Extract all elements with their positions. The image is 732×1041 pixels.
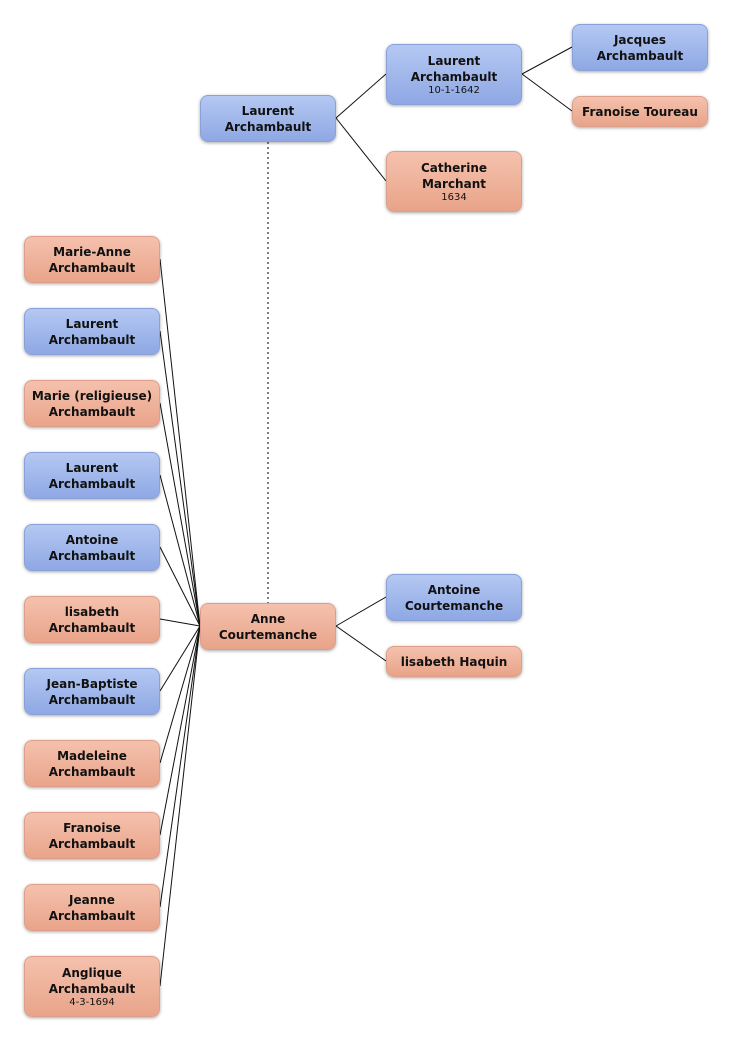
child-node[interactable]: Madeleine Archambault [24, 740, 160, 787]
child-name: Marie-Anne Archambault [48, 244, 136, 275]
person-antoine-courtemanche[interactable]: Antoine Courtemanche [386, 574, 522, 621]
child-node[interactable]: Laurent Archambault [24, 452, 160, 499]
connector-child [159, 546, 201, 627]
person-name: lisabeth Haquin [400, 654, 508, 669]
person-date: 1634 [441, 191, 467, 203]
connector-child [159, 402, 201, 627]
child-node[interactable]: Jean-Baptiste Archambault [24, 668, 160, 715]
child-name: Franoise Archambault [48, 820, 136, 851]
connector-child [159, 625, 201, 836]
person-jacques-archambault[interactable]: Jacques Archambault [572, 24, 708, 71]
child-date: 4-3-1694 [69, 996, 115, 1008]
person-catherine-marchant[interactable]: Catherine Marchant 1634 [386, 151, 522, 212]
child-name: Marie (religieuse) Archambault [31, 388, 153, 419]
person-name: Laurent Archambault [410, 53, 498, 84]
child-node[interactable]: Laurent Archambault [24, 308, 160, 355]
connector-anne-to-father [335, 596, 387, 627]
child-node[interactable]: Anglique Archambault 4-3-1694 [24, 956, 160, 1017]
person-anne-courtemanche[interactable]: Anne Courtemanche [200, 603, 336, 650]
child-name: Laurent Archambault [48, 316, 136, 347]
person-elisabeth-haquin[interactable]: lisabeth Haquin [386, 646, 522, 677]
person-name: Laurent Archambault [224, 103, 312, 134]
connector-child [159, 258, 201, 627]
child-node[interactable]: Marie-Anne Archambault [24, 236, 160, 283]
child-name: Madeleine Archambault [48, 748, 136, 779]
child-node[interactable]: lisabeth Archambault [24, 596, 160, 643]
connector-anne-to-mother [335, 625, 387, 662]
connector-laurent-to-mother [335, 117, 387, 182]
person-laurent-archambault-father[interactable]: Laurent Archambault 10-1-1642 [386, 44, 522, 105]
child-node[interactable]: Antoine Archambault [24, 524, 160, 571]
connector-laurent-to-father [335, 73, 387, 119]
person-name: Franoise Toureau [582, 104, 698, 119]
connector-child [159, 625, 201, 987]
connector-child [159, 474, 201, 627]
child-name: Laurent Archambault [48, 460, 136, 491]
person-date: 10-1-1642 [428, 84, 480, 96]
child-name: Antoine Archambault [48, 532, 136, 563]
person-francoise-toureau[interactable]: Franoise Toureau [572, 96, 708, 127]
connector-father-to-grandmother [521, 73, 573, 112]
child-node[interactable]: Franoise Archambault [24, 812, 160, 859]
person-name: Catherine Marchant [420, 160, 488, 191]
child-node[interactable]: Jeanne Archambault [24, 884, 160, 931]
person-name: Jacques Archambault [596, 32, 684, 63]
connector-child [159, 625, 201, 908]
connector-father-to-grandfather [521, 46, 573, 75]
person-name: Anne Courtemanche [218, 611, 318, 642]
child-name: Jean-Baptiste Archambault [46, 676, 138, 707]
child-name: lisabeth Archambault [48, 604, 136, 635]
person-name: Antoine Courtemanche [404, 582, 504, 613]
child-node[interactable]: Marie (religieuse) Archambault [24, 380, 160, 427]
child-name: Anglique Archambault [48, 965, 136, 996]
connector-child [159, 625, 201, 692]
connector-child [159, 625, 201, 764]
connector-child [159, 330, 201, 627]
child-name: Jeanne Archambault [48, 892, 136, 923]
person-laurent-archambault[interactable]: Laurent Archambault [200, 95, 336, 142]
connector-child [159, 618, 201, 627]
